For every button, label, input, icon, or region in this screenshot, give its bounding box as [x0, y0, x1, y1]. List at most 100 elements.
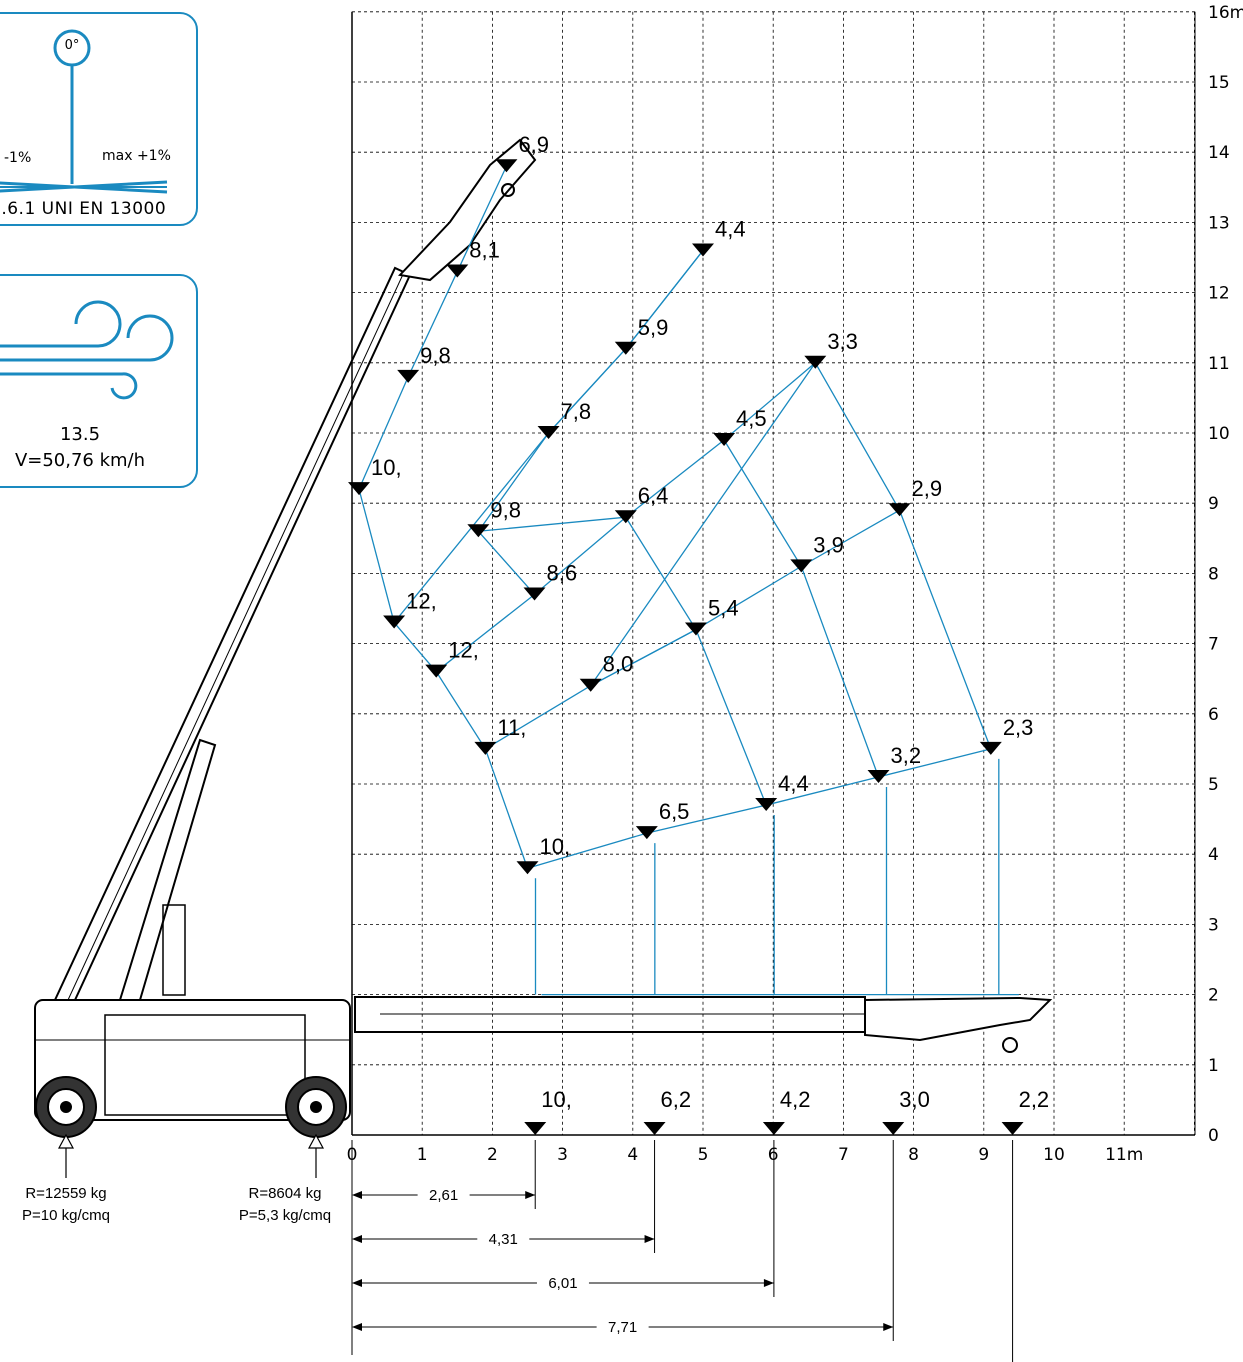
hook-lowered-icon [1002, 1037, 1018, 1053]
load-marker-icon [692, 243, 714, 257]
level-angle: 0° [64, 38, 80, 53]
dim-arrow-left-icon [352, 1323, 362, 1331]
wind-force: 13.5 [59, 424, 101, 445]
x-tick-label: 7 [838, 1145, 849, 1165]
cylinder-rod [162, 904, 186, 996]
rear-reaction-p: P=10 kg/cmq [22, 1207, 110, 1224]
right-tolerance: max +1% [102, 148, 171, 164]
load-value-label: 8,0 [603, 652, 634, 677]
dim-label-bg [417, 1185, 470, 1205]
y-tick-label: 16m [1208, 3, 1243, 23]
y-tick-label: 5 [1208, 775, 1219, 795]
load-marker-icon [888, 503, 911, 517]
y-tick-label: 4 [1208, 845, 1219, 865]
load-value-label: 6,5 [659, 799, 690, 824]
x-tick-label: 9 [978, 1145, 989, 1165]
load-marker-icon [684, 622, 707, 636]
load-curves [358, 165, 1019, 996]
y-tick-label: 10 [1208, 424, 1230, 444]
y-tick-label: 14 [1208, 143, 1230, 163]
dim-arrow-right-icon [525, 1191, 536, 1199]
load-value-label: 7,8 [561, 399, 592, 424]
y-tick-label: 1 [1208, 1056, 1219, 1076]
y-tick-label: 12 [1208, 284, 1230, 304]
load-value-label: 8,1 [469, 238, 500, 263]
level-indicator-icon [0, 29, 168, 194]
load-value-label: 4,5 [736, 406, 767, 431]
curve-arc-1 [358, 165, 508, 490]
y-tick-label: 6 [1208, 705, 1219, 725]
x-tick-label: 2 [487, 1145, 498, 1165]
wind-icon [0, 300, 174, 400]
y-tick-label: 15 [1208, 73, 1230, 93]
x-tick-label: 6 [768, 1145, 779, 1165]
load-marker-icon [467, 524, 490, 538]
load-marker-icon [523, 587, 546, 601]
front-reaction-arrow-icon [307, 1133, 325, 1149]
curve-arc-4 [478, 516, 767, 806]
load-value-label: 9,8 [490, 497, 521, 522]
front-reaction-p: P=5,3 kg/cmq [239, 1207, 331, 1224]
boom-raised [53, 266, 412, 1001]
dim-arrow-right-icon [763, 1279, 774, 1287]
radius-dimensions: 2,614,316,017,719,41 [351, 1140, 1014, 1362]
load-marker-icon [755, 798, 778, 812]
x-tick-label: 5 [698, 1145, 709, 1165]
load-marker-icon [495, 159, 518, 173]
load-marker-icon [425, 664, 448, 678]
load-marker-icon [516, 861, 539, 875]
load-value-label: 9,8 [420, 343, 451, 368]
y-tick-label: 8 [1208, 564, 1219, 584]
load-marker-icon [790, 559, 813, 573]
level-panel: 0° -1% max +1% 2.6.1 UNI EN 13000 [0, 12, 198, 226]
dim-value-label: 7,71 [608, 1319, 637, 1336]
load-marker-icon [614, 341, 637, 355]
load-value-label: 5,9 [638, 315, 669, 340]
dim-label-bg [477, 1229, 530, 1249]
x-tick-label: 8 [908, 1145, 919, 1165]
wind-panel: 13.5 V=50,76 km/h [0, 274, 198, 488]
curve-ray-5 [527, 748, 991, 869]
reactions: R=12559 kg P=10 kg/cmq R=8604 kg P=5,3 k… [22, 1133, 331, 1224]
x-tick-label: 10 [1043, 1145, 1065, 1165]
ground-load-marker-icon [643, 1122, 666, 1135]
load-value-label: 6,4 [638, 483, 669, 508]
dim-arrow-left-icon [352, 1191, 362, 1199]
load-marker-icon [614, 510, 637, 524]
load-value-label: 3,9 [813, 532, 844, 557]
load-marker-icon [348, 482, 371, 496]
crane-drawing [34, 138, 1053, 1138]
rear-reaction-r: R=12559 kg [25, 1185, 106, 1202]
left-tolerance: -1% [4, 150, 32, 166]
dim-value-label: 4,31 [489, 1231, 518, 1248]
load-value-label: 6,9 [518, 132, 549, 157]
standard-label: 2.6.1 UNI EN 13000 [0, 199, 167, 219]
load-value-label: 10, [540, 834, 571, 859]
dim-arrow-left-icon [352, 1235, 362, 1243]
ground-load-label: 2,2 [1019, 1087, 1050, 1112]
load-marker-icon [446, 264, 469, 278]
dim-arrow-right-icon [644, 1235, 655, 1243]
load-value-label: 10, [371, 455, 402, 480]
ground-load-marker-icon [524, 1122, 547, 1135]
load-marker-icon [867, 769, 890, 783]
load-value-label: 2,3 [1003, 715, 1034, 740]
x-tick-label: 11m [1105, 1145, 1143, 1165]
y-tick-label: 2 [1208, 986, 1219, 1006]
boom-head [397, 138, 537, 282]
load-marker-icon [635, 826, 658, 840]
ground-load-label: 10, [541, 1087, 572, 1112]
load-marker-icon [474, 741, 497, 755]
load-marker-icon [537, 426, 560, 439]
load-value-label: 12, [406, 589, 437, 614]
wind-speed: V=50,76 km/h [14, 450, 146, 471]
hook-top-icon [501, 183, 515, 197]
load-value-label: 2,9 [912, 476, 943, 501]
load-marker-icon [713, 433, 736, 447]
dim-label-bg [536, 1273, 589, 1293]
front-reaction-r: R=8604 kg [249, 1185, 322, 1202]
dim-arrow-left-icon [352, 1279, 362, 1287]
ground-load-label: 6,2 [661, 1087, 692, 1112]
y-tick-label: 11 [1208, 354, 1230, 374]
